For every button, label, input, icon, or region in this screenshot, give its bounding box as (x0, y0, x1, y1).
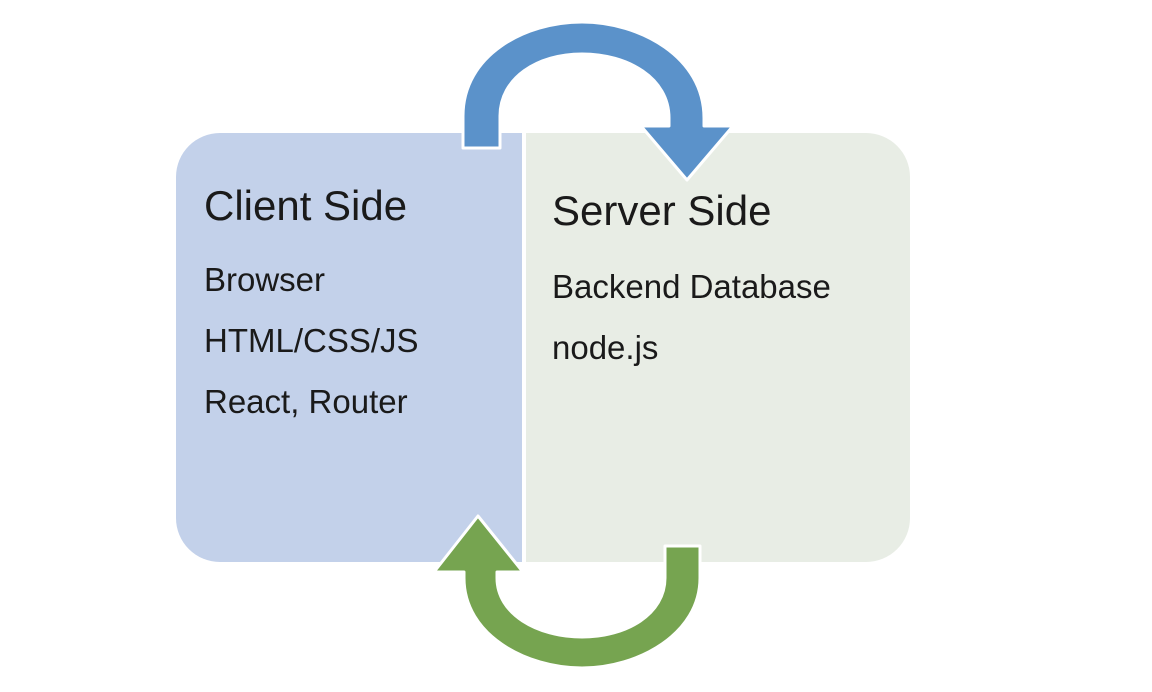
client-side-item-react-router: React, Router (204, 383, 408, 420)
server-side-item-node-js: node.js (552, 329, 659, 366)
server-side-title: Server Side (552, 187, 772, 234)
server-side-panel-content: Server Side Backend Database node.js (526, 133, 910, 562)
client-side-item-browser: Browser (204, 261, 326, 298)
client-side-panel[interactable]: Client Side Browser HTML/CSS/JS React, R… (176, 133, 522, 562)
panel-group: Client Side Browser HTML/CSS/JS React, R… (176, 133, 910, 562)
client-side-item-html-css-js: HTML/CSS/JS (204, 322, 419, 359)
client-side-panel-content: Client Side Browser HTML/CSS/JS React, R… (176, 133, 522, 562)
client-side-title: Client Side (204, 182, 408, 229)
server-side-item-backend-database: Backend Database (552, 268, 831, 305)
server-side-panel[interactable]: Server Side Backend Database node.js (526, 133, 910, 562)
